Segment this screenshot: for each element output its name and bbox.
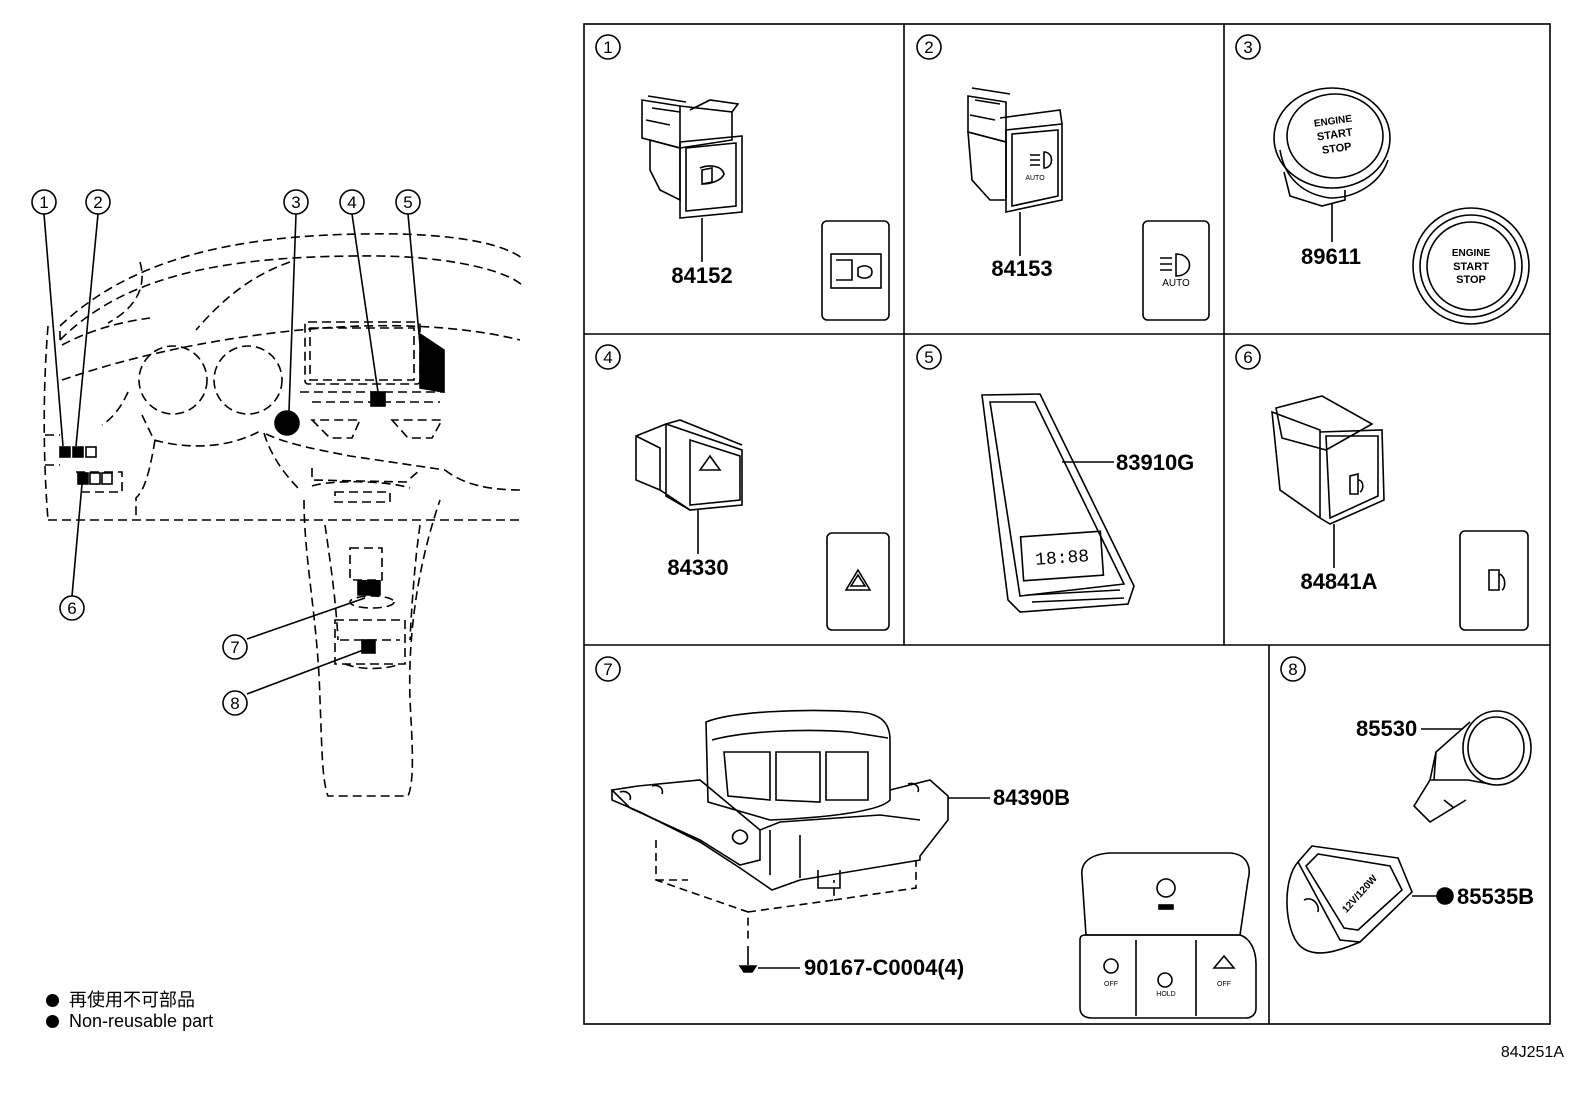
panel-6-number: 6 — [1243, 348, 1252, 367]
dash-callout-8: 8 — [230, 694, 239, 713]
part-84153: 84153 — [991, 256, 1052, 281]
legend-en-text: Non-reusable part — [69, 1011, 214, 1031]
part-84330: 84330 — [667, 555, 728, 580]
panel-grid — [583, 23, 1551, 1025]
part-89611: 89611 — [1301, 244, 1361, 269]
switch-auto-text: AUTO — [1025, 175, 1045, 182]
dash-callout-4: 4 — [347, 193, 356, 212]
panel-7-number: 7 — [603, 660, 612, 679]
printed-switch-text: AUTO AUTO ENGINE START STOP ENGINE START… — [1025, 113, 1490, 998]
switch-off-label-b: OFF — [1217, 981, 1231, 988]
dash-callout-2: 2 — [93, 193, 102, 212]
panel-1-number: 1 — [603, 38, 612, 57]
dash-callout-3: 3 — [291, 193, 300, 212]
part-83910G: 83910G — [1116, 450, 1194, 475]
part-84152: 84152 — [671, 263, 732, 288]
legend-en: Non-reusable part — [46, 1011, 213, 1032]
bullet-icon — [46, 994, 59, 1007]
panel-3-number: 3 — [1243, 38, 1252, 57]
panel-3-start-button — [1273, 87, 1530, 325]
part-84390B: 84390B — [993, 785, 1070, 810]
panel-6-fuel-switch — [1271, 395, 1529, 631]
dash-callout-1: 1 — [39, 193, 48, 212]
legend-jp: 再使用不可部品 — [46, 986, 195, 1012]
dash-callout-7: 7 — [230, 638, 239, 657]
callout-labels: 1 2 3 4 5 6 7 8 1 2 3 4 5 6 7 8 — [39, 38, 1297, 713]
bullet-icon — [46, 1015, 59, 1028]
dashboard-overview — [43, 233, 524, 797]
engine-text: ENGINE — [1313, 113, 1353, 129]
part-number-labels: 84152 84153 89611 84330 83910G 84841A 84… — [667, 244, 1534, 980]
start-text: START — [1316, 127, 1353, 144]
engine-icon-text: ENGINE — [1452, 248, 1491, 259]
panel-8-number: 8 — [1288, 660, 1297, 679]
start-icon-text: START — [1453, 261, 1489, 273]
dash-callout-6: 6 — [67, 599, 76, 618]
panel-7-parking-switch — [610, 709, 1257, 1019]
stop-text: STOP — [1321, 141, 1352, 157]
panel-8-sockets — [1286, 710, 1532, 954]
socket-rating-text: 12V/120W — [1340, 873, 1380, 915]
panel-5-number: 5 — [924, 348, 933, 367]
panel-1-switch — [641, 95, 890, 321]
panel-5-clock — [981, 393, 1135, 613]
part-85535B: 85535B — [1457, 884, 1534, 909]
switch-hold-label: HOLD — [1156, 991, 1175, 998]
clock-display-text: 18:88 — [1035, 547, 1090, 571]
panel-2-switch — [967, 87, 1210, 321]
panel-2-number: 2 — [924, 38, 933, 57]
figure-reference: 84J251A — [1500, 1044, 1564, 1061]
legend-jp-text: 再使用不可部品 — [69, 990, 195, 1010]
part-84841A: 84841A — [1300, 569, 1377, 594]
dash-switch-markers — [59, 391, 386, 654]
stop-icon-text: STOP — [1456, 274, 1486, 286]
dash-callout-5: 5 — [403, 193, 412, 212]
dash-callout-circles — [31, 189, 421, 716]
panel-4-hazard-switch — [635, 419, 890, 631]
icon-auto-text: AUTO — [1162, 278, 1190, 289]
dash-leaders — [43, 213, 421, 695]
switch-off-label-a: OFF — [1104, 981, 1118, 988]
panel-4-number: 4 — [603, 348, 612, 367]
part-90167-C0004: 90167-C0004(4) — [804, 955, 964, 980]
panel-number-circles — [595, 34, 1306, 682]
part-85530: 85530 — [1356, 716, 1417, 741]
